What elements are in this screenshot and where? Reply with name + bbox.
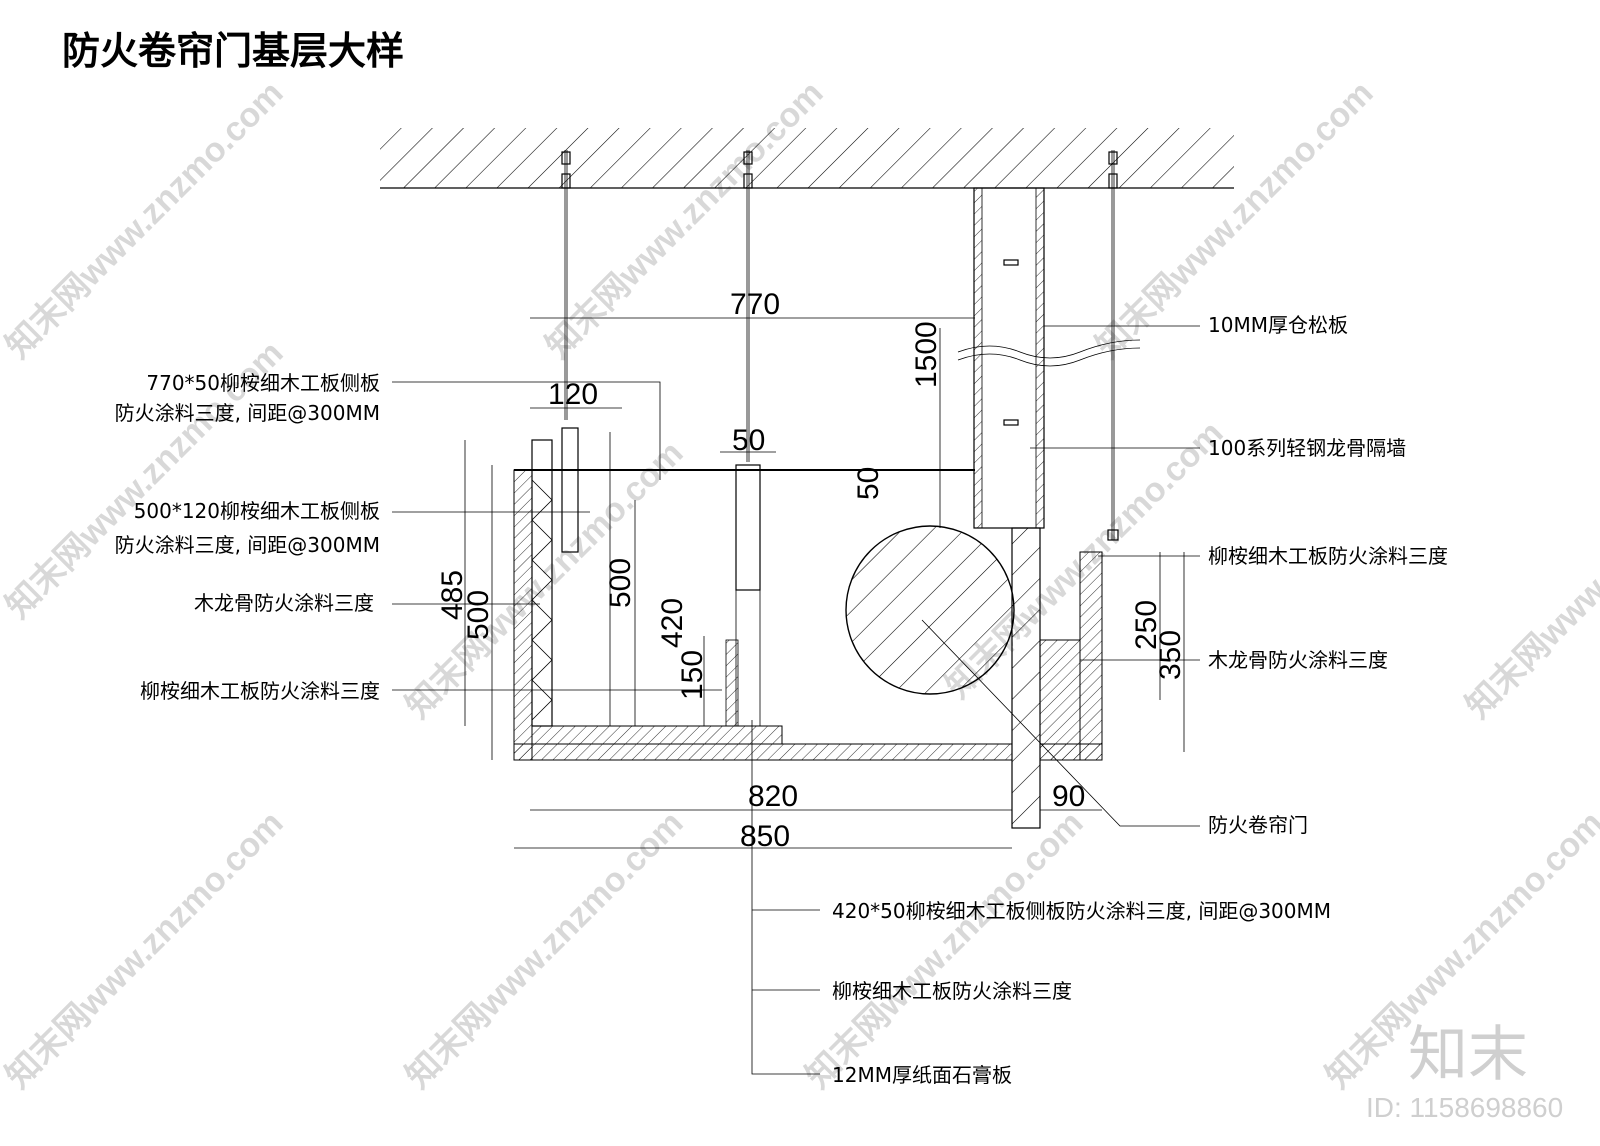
- dim-485: 485: [436, 570, 469, 620]
- leader-lines: [392, 325, 1200, 1075]
- label-770-side-panel: 770*50柳桉细木工板侧板: [146, 371, 380, 395]
- image-id: ID: 1158698860: [1366, 1092, 1563, 1123]
- dim-500-outer: 500: [462, 590, 495, 640]
- label-gypsum-board: 12MM厚纸面石膏板: [832, 1063, 1012, 1087]
- dim-90: 90: [1052, 780, 1085, 813]
- dim-850: 850: [740, 820, 790, 853]
- label-wood-keel: 木龙骨防火涂料三度: [194, 591, 374, 615]
- annotation-labels: 770*50柳桉细木工板侧板 防火涂料三度, 间距@300MM 500*120柳…: [115, 313, 1448, 1087]
- ceiling-slab: [380, 128, 1234, 189]
- watermark-layer: 知末网www.znzmo.com 知末网www.znzmo.com 知末网www…: [0, 74, 1600, 1096]
- dim-820: 820: [748, 780, 798, 813]
- label-770-side-panel-note: 防火涂料三度, 间距@300MM: [115, 401, 380, 425]
- dim-50-top: 50: [732, 424, 765, 457]
- dim-150: 150: [676, 650, 709, 700]
- page-title: 防火卷帘门基层大样: [62, 29, 404, 73]
- label-wood-keel-right: 木龙骨防火涂料三度: [1208, 648, 1388, 672]
- bulkhead-box: [513, 427, 1013, 761]
- label-steel-keel-wall: 100系列轻钢龙骨隔墙: [1208, 436, 1406, 460]
- dim-250: 250: [1130, 600, 1163, 650]
- watermark-text: 知末网www.znzmo.com: [0, 804, 291, 1096]
- dim-420: 420: [656, 598, 689, 648]
- dim-500-inner: 500: [604, 558, 637, 608]
- right-step-framing: [1039, 551, 1103, 761]
- fire-shutter-roll: [845, 525, 1015, 695]
- label-plywood-right: 柳桉细木工板防火涂料三度: [1208, 544, 1448, 568]
- label-500-side-panel: 500*120柳桉细木工板侧板: [134, 499, 380, 523]
- hanger-rods: [561, 150, 1119, 541]
- dimension-lines: [464, 317, 1185, 849]
- watermark-text: 知末网www.znzmo.com: [1459, 434, 1600, 726]
- brand-logo: 知末: [1408, 1020, 1528, 1090]
- label-plywood-bottom: 柳桉细木工板防火涂料三度: [832, 979, 1072, 1003]
- label-420-side-panel: 420*50柳桉细木工板侧板防火涂料三度, 间距@300MM: [832, 899, 1331, 923]
- label-plywood-left: 柳桉细木工板防火涂料三度: [140, 679, 380, 703]
- dim-350: 350: [1154, 630, 1187, 680]
- fire-door-jamb: [1011, 527, 1041, 829]
- watermark-text: 知末网www.znzmo.com: [539, 74, 831, 366]
- label-fire-shutter: 防火卷帘门: [1208, 813, 1308, 837]
- label-pine-board: 10MM厚仓松板: [1208, 313, 1348, 337]
- dimension-texts: 770 120 50 50 1500 485 500 500 420 150 2…: [436, 288, 1187, 853]
- label-500-side-panel-note: 防火涂料三度, 间距@300MM: [115, 533, 380, 557]
- partition-wall: [957, 187, 1141, 529]
- dim-50-right: 50: [852, 467, 885, 500]
- dim-1500: 1500: [910, 321, 943, 388]
- dim-120: 120: [548, 378, 598, 411]
- dim-770: 770: [730, 288, 780, 321]
- watermark-text: 知末网www.znzmo.com: [0, 74, 291, 366]
